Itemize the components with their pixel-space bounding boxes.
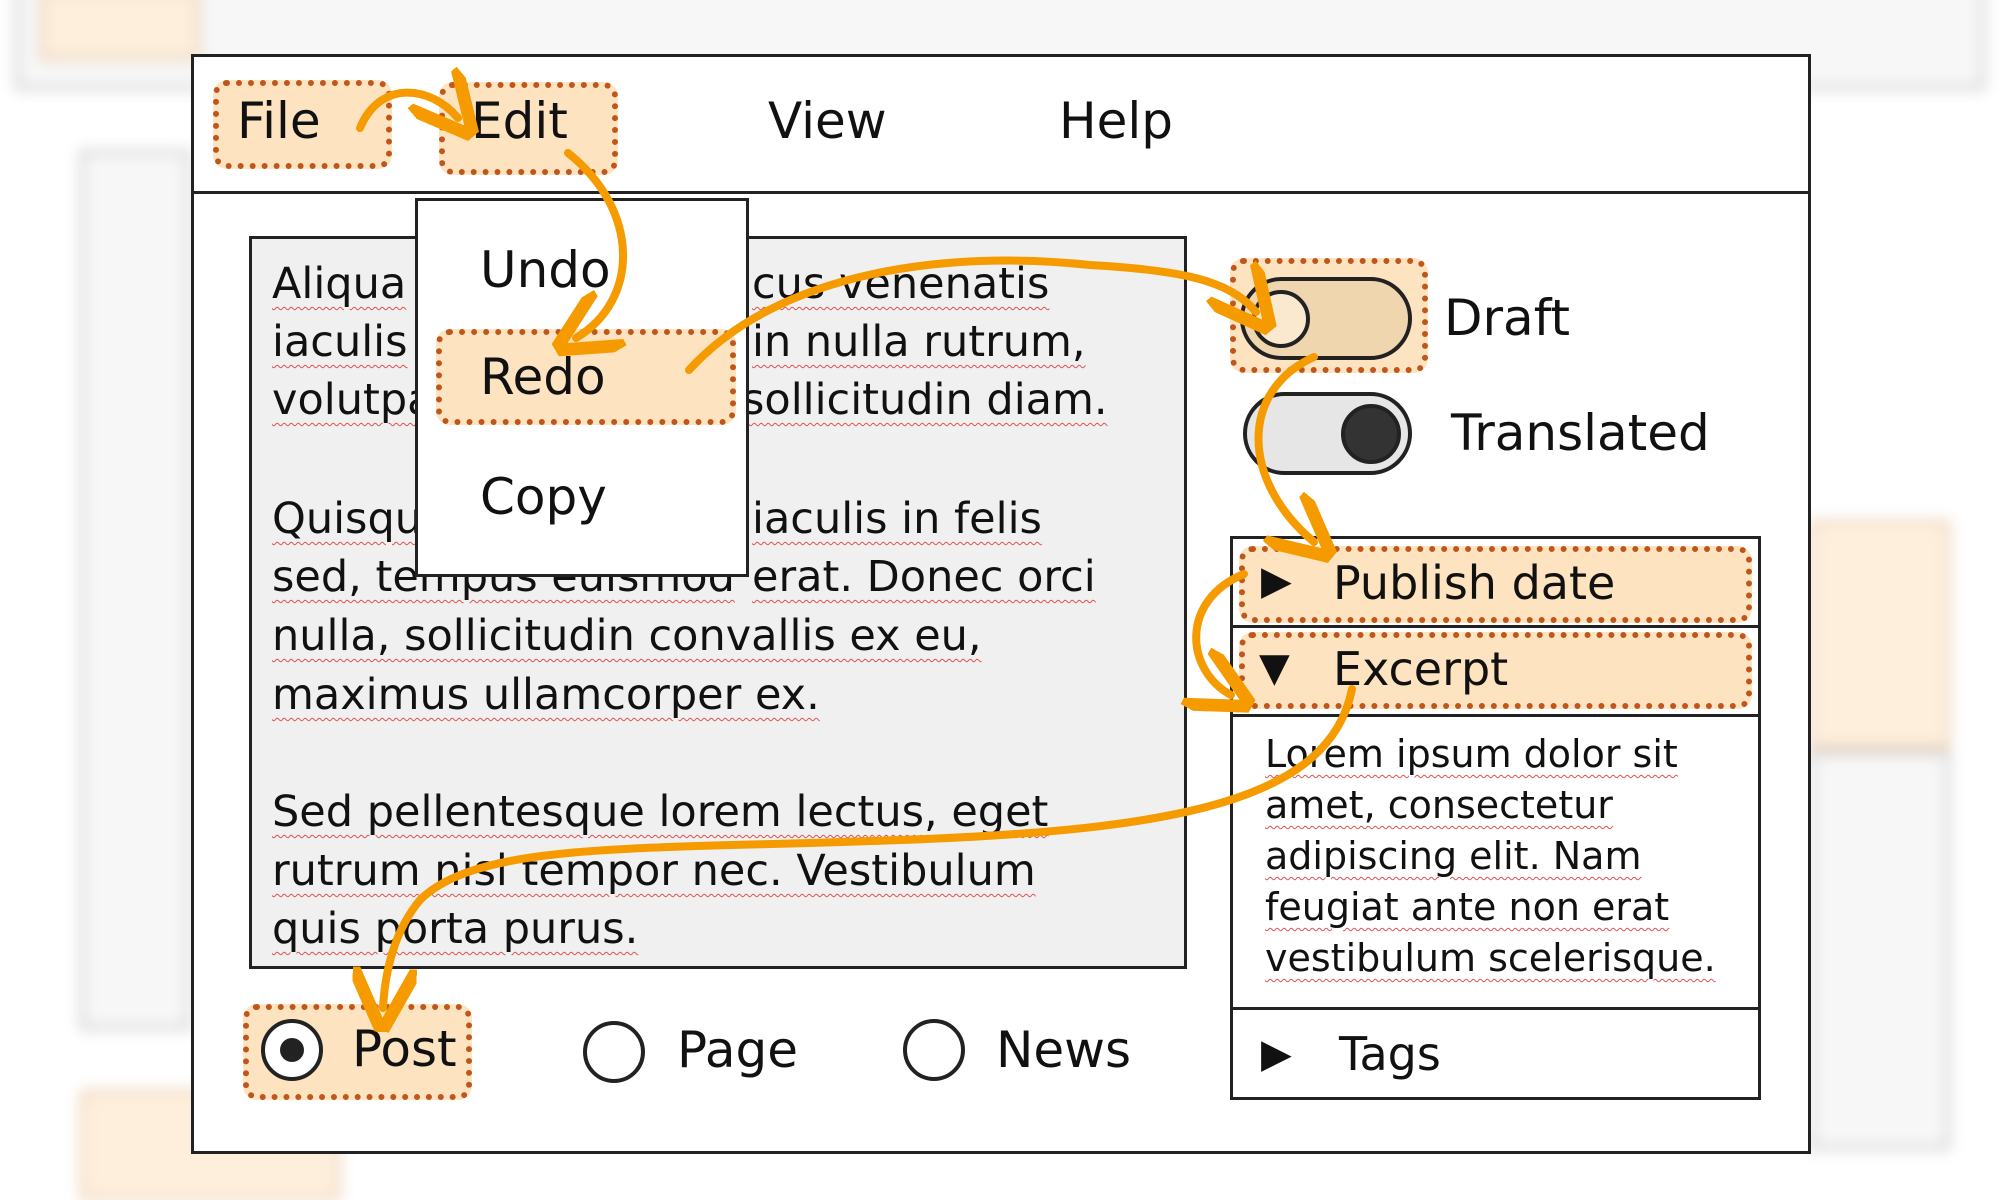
app-window: File Edit View Help Aliqua cus venenatis… bbox=[191, 54, 1811, 1154]
arrow-file-to-edit bbox=[356, 93, 458, 128]
menu-item-undo[interactable]: Undo bbox=[480, 241, 611, 299]
publish-date-highlight bbox=[1239, 546, 1752, 623]
edit-dropdown-menu: Undo Redo Copy bbox=[415, 198, 749, 577]
tags-label: Tags bbox=[1339, 1027, 1441, 1081]
accordion-publish-date[interactable]: ▶ Publish date bbox=[1233, 539, 1758, 628]
draft-label: Draft bbox=[1444, 289, 1571, 347]
radio-news[interactable] bbox=[903, 1019, 965, 1081]
menu-item-copy[interactable]: Copy bbox=[480, 468, 607, 526]
editor-line: sollicitudin diam. bbox=[742, 375, 1108, 425]
arrow-redo-to-draft bbox=[685, 256, 1256, 374]
arrow-publish-to-excerpt bbox=[1196, 570, 1244, 695]
publish-date-label: Publish date bbox=[1333, 556, 1616, 610]
editor-line: quis porta purus. bbox=[272, 904, 639, 954]
arrow-edit-to-redo bbox=[568, 149, 627, 338]
editor-line: Aliqua bbox=[272, 259, 407, 309]
excerpt-line: vestibulum scelerisque. bbox=[1265, 936, 1716, 980]
toggle-knob bbox=[1341, 404, 1401, 464]
editor-line: in nulla rutrum, bbox=[752, 317, 1086, 367]
excerpt-label: Excerpt bbox=[1333, 642, 1509, 696]
excerpt-highlight bbox=[1239, 632, 1752, 709]
sidebar-accordion: ▶ Publish date ▼ Excerpt Lorem ipsum dol… bbox=[1230, 536, 1761, 1100]
arrow-excerpt-to-post bbox=[383, 685, 1356, 1008]
excerpt-line: adipiscing elit. Nam bbox=[1265, 834, 1642, 878]
editor-line: volutpa bbox=[272, 375, 434, 425]
accordion-tags[interactable]: ▶ Tags bbox=[1233, 1010, 1758, 1100]
editor-line: rutrum nisl tempor nec. Vestibulum bbox=[272, 846, 1036, 896]
radio-selected-dot bbox=[280, 1038, 304, 1062]
news-label: News bbox=[996, 1021, 1132, 1079]
editor-line: nulla, sollicitudin convallis ex eu, bbox=[272, 611, 982, 661]
excerpt-line: amet, consectetur bbox=[1265, 783, 1613, 827]
translated-label: Translated bbox=[1451, 404, 1710, 462]
excerpt-content[interactable]: Lorem ipsum dolor sit amet, consectetur … bbox=[1233, 717, 1758, 1010]
menu-help[interactable]: Help bbox=[1059, 92, 1173, 150]
accordion-excerpt[interactable]: ▼ Excerpt bbox=[1233, 628, 1758, 717]
translated-toggle[interactable] bbox=[1243, 392, 1412, 475]
menu-file[interactable]: File bbox=[237, 92, 321, 150]
arrow-draft-to-publish bbox=[1254, 353, 1315, 542]
editor-line: Sed pellentesque lorem lectus, eget bbox=[272, 787, 1049, 837]
menu-view[interactable]: View bbox=[768, 92, 887, 150]
menu-item-redo[interactable]: Redo bbox=[480, 348, 606, 406]
radio-page[interactable] bbox=[583, 1021, 645, 1083]
editor-line: maximus ullamcorper ex. bbox=[272, 670, 820, 720]
triangle-right-icon: ▶ bbox=[1261, 1031, 1292, 1077]
editor-line: iaculis in felis bbox=[752, 494, 1042, 544]
editor-line: iaculis bbox=[272, 317, 408, 367]
editor-line: Quisqu bbox=[272, 494, 422, 544]
menu-edit[interactable]: Edit bbox=[471, 92, 568, 150]
radio-post[interactable] bbox=[261, 1019, 323, 1081]
page-label: Page bbox=[677, 1021, 799, 1079]
editor-line: erat. Donec orci bbox=[752, 552, 1096, 602]
excerpt-line: feugiat ante non erat bbox=[1265, 885, 1670, 929]
